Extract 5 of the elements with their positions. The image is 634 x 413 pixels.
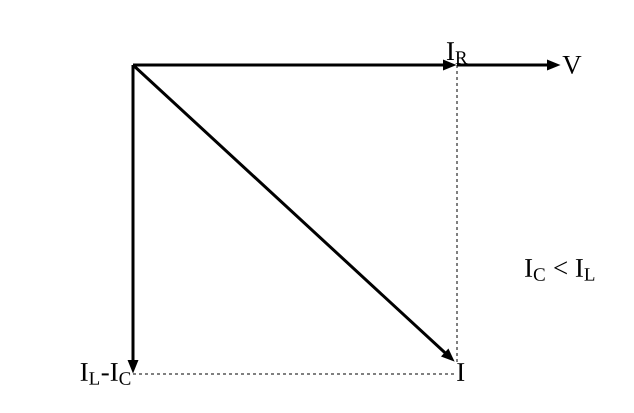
vector-label: V	[562, 56, 582, 74]
condition-label: I$_{C}$ < I$_{L}$	[525, 259, 594, 281]
vector-label: I	[457, 363, 464, 381]
vector-label: I$_{L}$-I$_{C}$	[80, 363, 130, 385]
dashed-line	[456, 64, 458, 362]
